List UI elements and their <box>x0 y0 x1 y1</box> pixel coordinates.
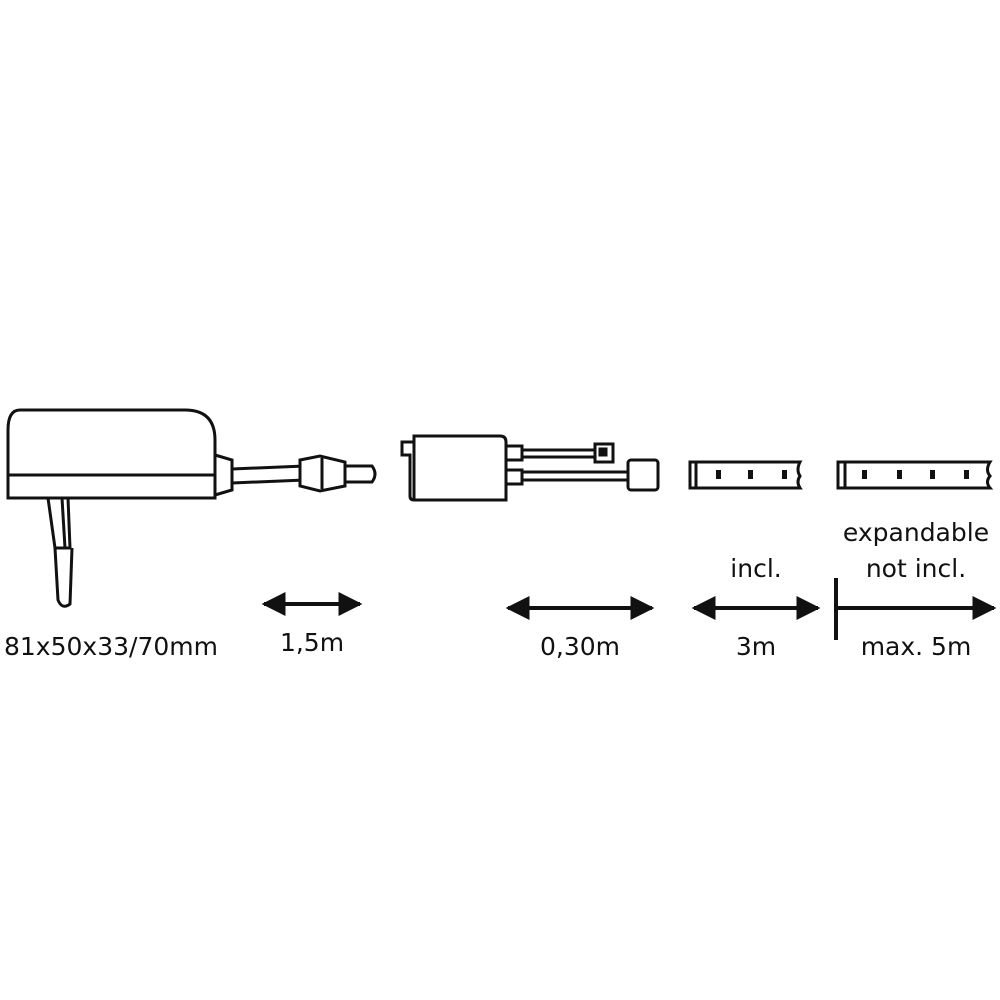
power-adapter-icon <box>6 408 377 608</box>
controller-cable-length-label: 0,30m <box>539 632 621 661</box>
adapter-dimensions-label: 81x50x33/70mm <box>4 632 218 661</box>
expandable-label-line2: not incl. <box>865 554 967 583</box>
expandable-max-label: max. 5m <box>860 632 972 661</box>
cable-length-label: 1,5m <box>279 628 345 657</box>
led-strip-icon <box>688 460 803 490</box>
controller-box-icon <box>400 434 660 502</box>
led-strip-extension-icon <box>836 460 994 490</box>
strip-included-length-label: 3m <box>735 632 777 661</box>
strip-included-tag: incl. <box>730 554 782 583</box>
expandable-label-line1: expandable <box>842 518 990 547</box>
